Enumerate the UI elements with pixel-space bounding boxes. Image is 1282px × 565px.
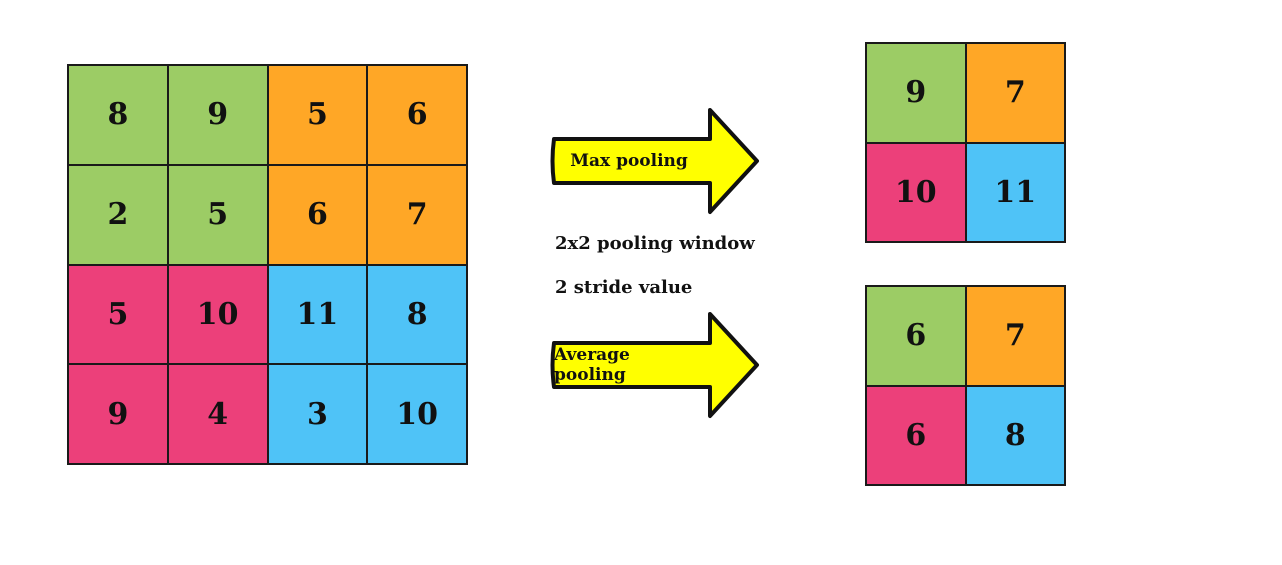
matrix-cell: 7 [367,164,467,265]
average-pooling-label: Average pooling [554,345,630,385]
right-arrow-icon [550,312,759,418]
matrix-cell: 10 [167,264,268,365]
matrix-cell: 4 [167,364,268,464]
matrix-cell: 9 [68,364,168,464]
max-pooling-arrow: Max pooling [550,106,762,216]
matrix-cell: 2 [68,164,168,265]
matrix-cell: 11 [267,264,368,365]
matrix-cell: 10 [866,142,966,242]
matrix-cell: 10 [367,364,467,464]
matrix-cell: 7 [965,286,1065,386]
max-pooling-label: Max pooling [570,151,688,171]
matrix-cell: 6 [866,286,966,386]
matrix-cell: 8 [68,65,168,165]
stride-value-note: 2 stride value [555,277,693,298]
matrix-cell: 6 [267,164,368,265]
average-pooling-arrow: Average pooling [550,310,762,420]
matrix-cell: 8 [965,385,1065,485]
matrix-cell: 5 [68,264,168,365]
matrix-cell: 7 [965,43,1065,143]
matrix-cell: 3 [267,364,368,464]
pooling-window-note: 2x2 pooling window [555,233,755,254]
matrix-cell: 8 [367,264,467,365]
matrix-cell: 6 [367,65,467,165]
matrix-cell: 11 [965,142,1065,242]
right-arrow-icon [550,108,759,214]
matrix-cell: 5 [267,65,368,165]
matrix-cell: 9 [167,65,268,165]
matrix-cell: 6 [866,385,966,485]
matrix-cell: 9 [866,43,966,143]
matrix-cell: 5 [167,164,268,265]
